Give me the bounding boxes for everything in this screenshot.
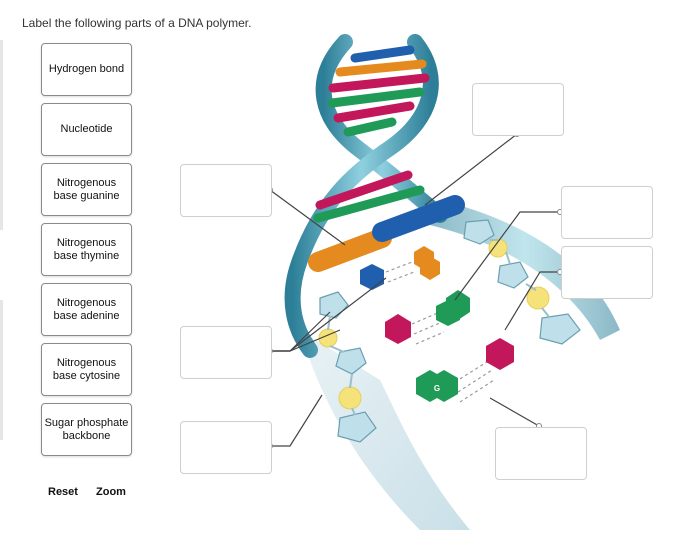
drop-zone-5[interactable]	[180, 326, 272, 379]
leader-line	[425, 134, 517, 205]
drop-zone-6[interactable]	[180, 421, 272, 474]
guanine-letter: G	[434, 384, 440, 393]
cytosine-hexagon	[385, 314, 411, 344]
rung	[338, 106, 410, 118]
drop-zone-4[interactable]	[561, 246, 653, 299]
thymine-hexagon	[360, 264, 384, 290]
rung	[348, 122, 392, 132]
leader-line	[490, 398, 539, 426]
drop-zone-1[interactable]	[180, 164, 272, 217]
cytosine-hexagon-b	[486, 338, 514, 370]
leader-line	[270, 395, 322, 446]
rung	[333, 78, 425, 88]
drop-zone-7[interactable]	[495, 427, 587, 480]
sugar-pentagon	[498, 262, 528, 288]
sugar-pentagon	[320, 292, 348, 318]
rung	[355, 50, 410, 58]
backbone-shadow	[300, 330, 470, 530]
drop-zone-2[interactable]	[472, 83, 564, 136]
sugar-pentagon	[540, 314, 580, 344]
phosphate-circle	[339, 387, 361, 409]
rung	[340, 64, 422, 72]
phosphate-circle	[527, 287, 549, 309]
leader-end-dots	[268, 132, 563, 449]
leader-lines	[270, 134, 560, 446]
rung	[332, 92, 420, 103]
drop-zone-3[interactable]	[561, 186, 653, 239]
adenine-rod	[318, 238, 382, 262]
